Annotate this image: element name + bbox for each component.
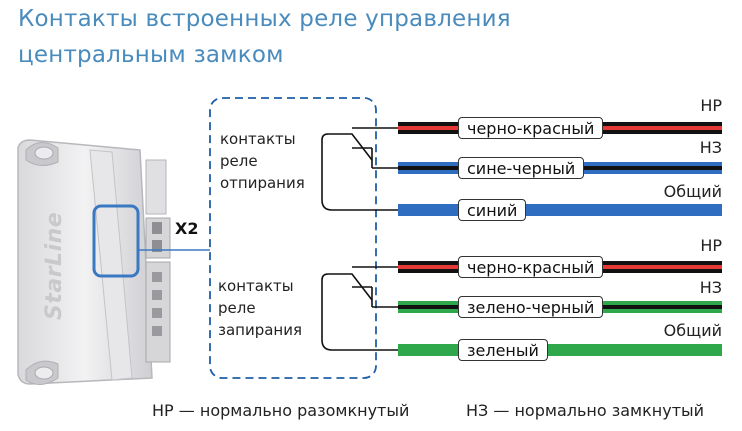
diagram-title-line-2: центральным замком	[18, 42, 284, 68]
wire-type-label: Общий	[663, 182, 722, 201]
unlock-relay-label-line: реле	[220, 152, 258, 170]
brand-logo-text: StarLine	[42, 211, 67, 320]
lock-relay-label-line: реле	[218, 299, 256, 317]
lock-relay-switch	[321, 266, 398, 351]
unlock-relay-label: контакты реле отпирания	[220, 128, 305, 194]
lock-relay-label-line: контакты	[218, 277, 294, 295]
wire-label: сине-черный	[458, 157, 585, 179]
unlock-relay-switch	[321, 127, 398, 211]
wire-label: зелено-черный	[458, 296, 604, 318]
relay-block-outline	[209, 97, 377, 379]
lock-relay-label-line: запирания	[218, 321, 303, 339]
wire-type-label: НЗ	[699, 138, 722, 157]
wire-type-label: Общий	[663, 321, 722, 340]
connector-highlight	[92, 204, 140, 278]
legend-nc: НЗ — нормально замкнутый	[466, 401, 705, 420]
wire-label: зеленый	[458, 339, 548, 361]
unlock-relay-label-line: отпирания	[220, 174, 305, 192]
wire-label: синий	[458, 199, 527, 221]
wire-type-label: НЗ	[699, 278, 722, 297]
wire	[398, 204, 722, 216]
wire-type-label: НР	[700, 236, 722, 255]
starline-module	[17, 139, 171, 385]
wire	[398, 344, 722, 356]
lock-relay-label: контакты реле запирания	[218, 275, 302, 341]
unlock-relay-label-line: контакты	[220, 130, 296, 148]
wire-label: черно-красный	[458, 117, 604, 139]
wire-label: черно-красный	[458, 256, 604, 278]
diagram-title-line-1: Контакты встроенных реле управления	[18, 6, 511, 32]
wire-type-label: НР	[700, 96, 722, 115]
connector-label: X2	[175, 219, 199, 238]
legend-no: НР — нормально разомкнутый	[152, 401, 410, 420]
